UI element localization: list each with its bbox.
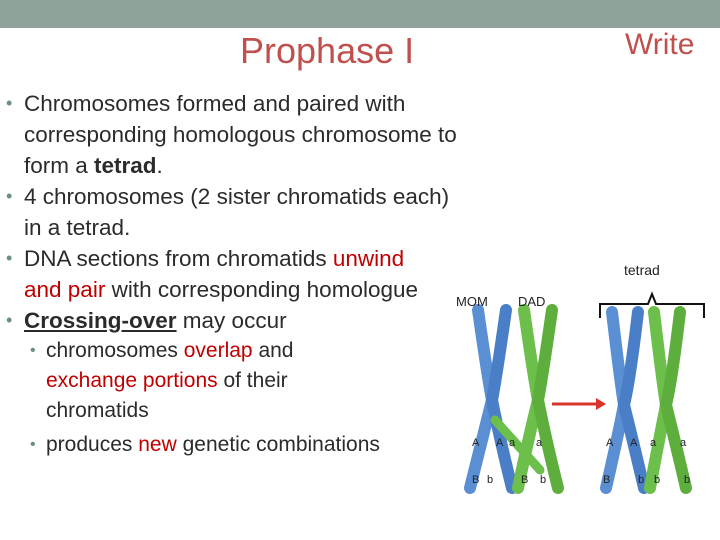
bullet-3-end: with corresponding homologue [105, 277, 419, 302]
allele-label: b [684, 474, 691, 486]
allele-label: A [630, 437, 638, 449]
bullet-1: Chromosomes formed and paired with corre… [0, 88, 470, 181]
allele-label: A [496, 437, 504, 449]
allele-label: a [509, 437, 516, 449]
crossing-over-term: Crossing-over [24, 308, 177, 333]
allele-label: B [472, 474, 480, 486]
crossover-segment [490, 415, 545, 475]
tetrad-term: tetrad [94, 153, 157, 178]
exchange-term: exchange portions [46, 369, 218, 392]
tetrad-bracket [599, 291, 705, 318]
bullet-2: 4 chromosomes (2 sister chromatids each)… [0, 181, 470, 243]
allele-label: A [606, 437, 614, 449]
new-term: new [138, 433, 177, 456]
allele-label: B [603, 474, 611, 486]
bullet-1-text: Chromosomes formed and paired with corre… [24, 91, 457, 178]
sub-1-text: chromosomes [46, 339, 184, 362]
top-bar [0, 0, 720, 28]
allele-label: b [487, 474, 494, 486]
bullet-list: Chromosomes formed and paired with corre… [0, 88, 470, 460]
allele-label: b [540, 474, 547, 486]
bullet-1-end: . [156, 153, 163, 178]
sub-bullet-1: chromosomes overlap and exchange portion… [0, 336, 376, 426]
bullet-4-text: may occur [176, 308, 287, 333]
overlap-term: overlap [183, 339, 253, 362]
pair-term: and pair [24, 277, 106, 302]
sub-1-end: of their chromatids [46, 369, 288, 422]
mom-label: MOM [456, 294, 488, 309]
right-pair [600, 306, 692, 494]
sub-2-text: produces [46, 433, 139, 456]
dad-label: DAD [518, 294, 546, 309]
bullet-4: Crossing-over may occur [0, 305, 470, 336]
bullet-3-text: DNA sections from chromatids [24, 246, 333, 271]
bullet-3: DNA sections from chromatids unwind and p… [0, 243, 454, 305]
mom-chromatid-4 [617, 306, 650, 494]
arrow-head-icon [596, 398, 606, 410]
allele-label: b [654, 474, 661, 486]
allele-label: a [536, 437, 543, 449]
allele-label: B [521, 474, 529, 486]
unwind-term: unwind [332, 246, 405, 271]
allele-label: a [680, 437, 687, 449]
write-label: Write [625, 28, 695, 61]
allele-label: a [650, 437, 657, 449]
dad-chromatid-4 [659, 306, 692, 494]
left-pair [464, 304, 564, 494]
sub-2-end: genetic combinations [176, 433, 380, 456]
tetrad-label: tetrad [624, 262, 660, 278]
allele-label: b [638, 474, 645, 486]
slide-title: Prophase I [240, 30, 415, 71]
allele-label: A [472, 437, 480, 449]
sub-bullet-2: produces new genetic combinations [0, 430, 470, 460]
sub-1-and: and [252, 339, 294, 362]
mom-chromatid-2 [485, 304, 518, 494]
dad-chromatid-2 [531, 304, 564, 494]
